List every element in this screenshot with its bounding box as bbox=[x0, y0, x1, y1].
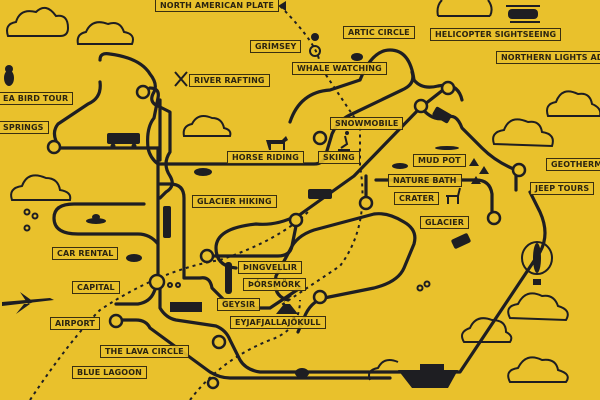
jeep-icon bbox=[432, 106, 452, 124]
ufo-icon bbox=[86, 214, 106, 224]
whale-icon bbox=[351, 53, 363, 61]
label-hot-springs: SPRINGS bbox=[0, 121, 49, 134]
plate-arrow-icon bbox=[278, 1, 286, 11]
reindeer-icon bbox=[446, 187, 461, 204]
label-geothermal: GEOTHERMA bbox=[546, 158, 600, 171]
label-grimsey: GRÍMSEY bbox=[250, 40, 302, 53]
label-crater: CRATER bbox=[394, 192, 440, 205]
jeep-icon bbox=[451, 233, 471, 249]
bear-icon bbox=[194, 168, 212, 176]
statue-icon bbox=[225, 262, 232, 294]
scooter-icon bbox=[167, 282, 181, 288]
label-helicopter-sightseeing: HELICOPTER SIGHTSEEING bbox=[430, 28, 562, 41]
label-eyjafjallajokull: EYJAFJALLAJÖKULL bbox=[230, 316, 326, 329]
truck-icon bbox=[170, 302, 202, 312]
label-thorsmork: ÞÓRSMÖRK bbox=[243, 278, 306, 291]
mud-pot-icon bbox=[392, 163, 408, 169]
person-on-ring-icon bbox=[309, 33, 321, 57]
bird-icon bbox=[4, 65, 14, 86]
jeep-icon bbox=[308, 189, 332, 199]
road-network bbox=[52, 48, 547, 380]
tree-icon bbox=[469, 158, 489, 184]
volcano-icon bbox=[276, 295, 298, 314]
bus-icon bbox=[107, 133, 140, 149]
label-airport: AIRPORT bbox=[50, 317, 100, 330]
trolls-icon bbox=[126, 254, 142, 262]
label-mud-pot: MUD POT bbox=[413, 154, 466, 167]
cloud-icon bbox=[6, 0, 600, 383]
airplane-icon bbox=[2, 292, 54, 314]
label-jeep-tours: JEEP TOURS bbox=[530, 182, 595, 195]
sheep-icon bbox=[295, 368, 309, 378]
label-sea-bird-tour: EA BIRD TOUR bbox=[0, 92, 74, 105]
raindrops-icon bbox=[23, 208, 39, 232]
label-glacier-hiking: GLACIER HIKING bbox=[192, 195, 277, 208]
label-geysir: GEYSIR bbox=[217, 298, 261, 311]
label-whale-watching: WHALE WATCHING bbox=[292, 62, 387, 75]
horse-icon bbox=[266, 136, 288, 150]
label-capital: CAPITAL bbox=[72, 281, 120, 294]
helicopter-icon bbox=[506, 5, 540, 23]
label-horse-riding: HORSE RIDING bbox=[227, 151, 304, 164]
label-northern-lights: NORTHERN LIGHTS ADVE bbox=[496, 51, 600, 64]
surfboard-icon bbox=[435, 146, 459, 150]
label-lava-circle: THE LAVA CIRCLE bbox=[100, 345, 189, 358]
label-nature-bath: NATURE BATH bbox=[388, 174, 462, 187]
label-snowmobile: SNOWMOBILE bbox=[330, 117, 404, 130]
hot-air-balloon-icon bbox=[521, 241, 553, 285]
ship-icon bbox=[398, 364, 458, 388]
label-thingvellir: ÞINGVELLIR bbox=[238, 261, 303, 274]
label-glacier: GLACIER bbox=[420, 216, 470, 229]
label-artic-circle: ARTIC CIRCLE bbox=[343, 26, 415, 39]
route-stops bbox=[46, 80, 527, 390]
bicycle-icon bbox=[416, 280, 431, 292]
bus-icon bbox=[163, 206, 171, 238]
skier-icon bbox=[338, 131, 350, 151]
label-north-american-plate: NORTH AMERICAN PLATE bbox=[155, 0, 279, 12]
label-blue-lagoon: BLUE LAGOON bbox=[72, 366, 147, 379]
paddles-icon bbox=[174, 71, 188, 87]
label-car-rental: CAR RENTAL bbox=[52, 247, 119, 260]
label-river-rafting: RIVER RAFTING bbox=[189, 74, 270, 87]
label-skiing: SKIING bbox=[318, 151, 360, 164]
